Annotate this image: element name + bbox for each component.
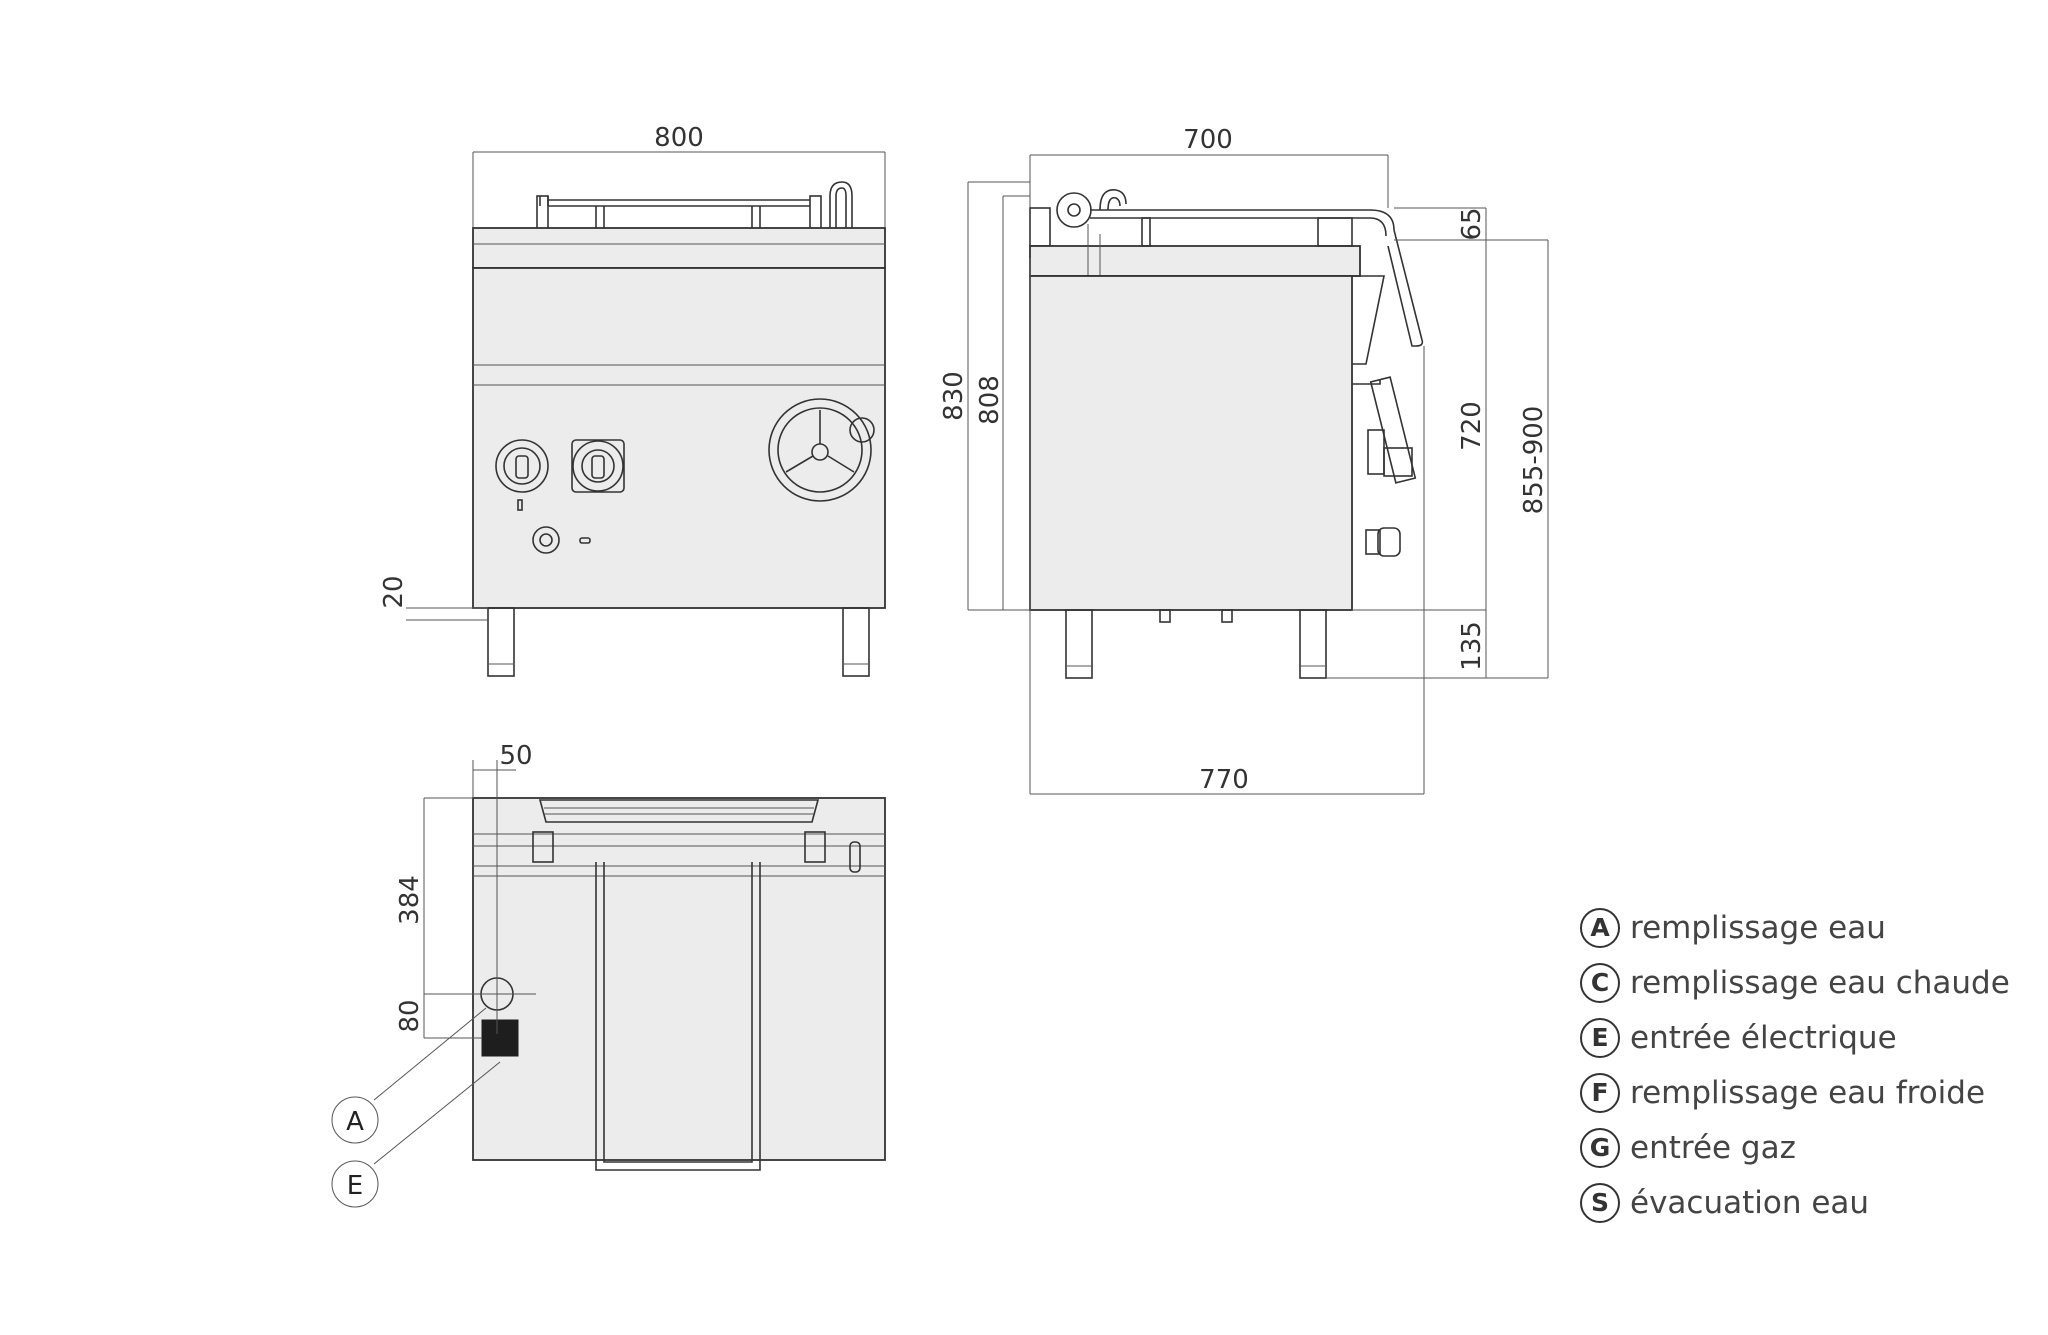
- legend-item-g: G entrée gaz: [1580, 1120, 2010, 1175]
- callout-e: E: [347, 1171, 363, 1201]
- legend-letter-e: E: [1580, 1017, 1620, 1058]
- legend-letter-f: F: [1580, 1072, 1620, 1113]
- dim-top-50: 50: [499, 741, 532, 771]
- legend-item-c: C remplissage eau chaude: [1580, 955, 2010, 1010]
- legend-item-f: F remplissage eau froide: [1580, 1065, 2010, 1120]
- dim-side-830: 830: [939, 371, 969, 421]
- legend-item-a: A remplissage eau: [1580, 900, 2010, 955]
- dim-side-total-depth: 770: [1199, 765, 1249, 795]
- side-view: 700: [939, 125, 1549, 795]
- top-view: 50 384 80 A E: [331, 741, 886, 1208]
- front-view: 800: [379, 123, 886, 677]
- legend-label-g: entrée gaz: [1630, 1129, 1796, 1166]
- legend-label-a: remplissage eau: [1630, 909, 1886, 946]
- dim-side-808: 808: [975, 375, 1005, 425]
- dim-front-foot: 20: [379, 575, 409, 608]
- dim-side-65: 65: [1457, 207, 1487, 240]
- legend-letter-a: A: [1580, 907, 1620, 948]
- callout-a: A: [346, 1107, 364, 1137]
- dim-top-384: 384: [395, 875, 425, 925]
- legend-letter-g: G: [1580, 1127, 1620, 1168]
- legend-letter-s: S: [1580, 1182, 1620, 1223]
- legend-letter-c: C: [1580, 962, 1620, 1003]
- connections-legend: A remplissage eau C remplissage eau chau…: [1580, 900, 2010, 1230]
- legend-item-s: S évacuation eau: [1580, 1175, 2010, 1230]
- legend-label-s: évacuation eau: [1630, 1184, 1870, 1221]
- dim-side-range: 855-900: [1519, 406, 1549, 515]
- legend-label-f: remplissage eau froide: [1630, 1074, 1986, 1111]
- legend-item-e: E entrée électrique: [1580, 1010, 2010, 1065]
- legend-label-e: entrée électrique: [1630, 1019, 1897, 1056]
- dim-front-width: 800: [654, 123, 704, 153]
- legend-label-c: remplissage eau chaude: [1630, 964, 2010, 1001]
- dim-side-720: 720: [1457, 401, 1487, 451]
- dim-top-80: 80: [395, 999, 425, 1032]
- dim-side-depth: 700: [1183, 125, 1233, 155]
- dim-side-135: 135: [1457, 621, 1487, 671]
